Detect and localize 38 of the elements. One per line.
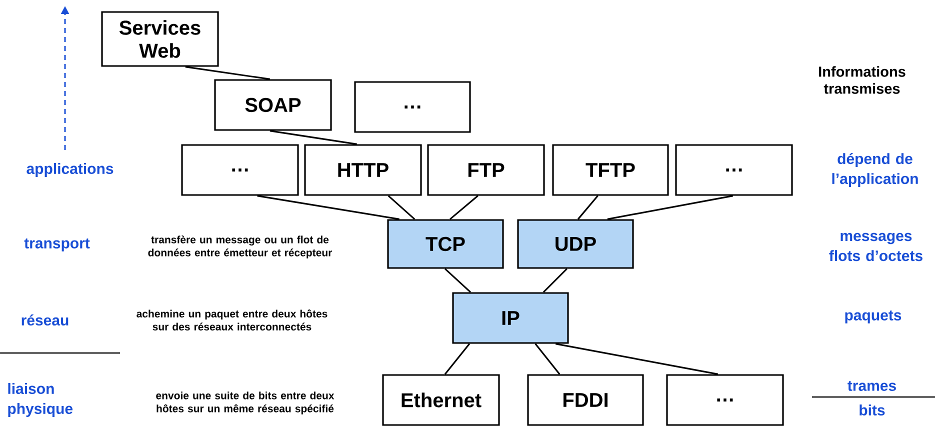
- connector-line: [257, 195, 400, 220]
- connector-line: [444, 343, 470, 375]
- protocol-box: Ethernet: [382, 374, 500, 426]
- protocol-box: IP: [452, 292, 569, 344]
- layer-label: transport: [24, 238, 90, 252]
- column-heading: Informations transmises: [819, 66, 906, 94]
- connector-line: [542, 268, 568, 293]
- description-text: transfère un message ou un flot de données entre émetteur et récepteur: [148, 236, 332, 258]
- layer-label: applications: [26, 163, 114, 177]
- layer-label: liaison physique: [8, 383, 73, 417]
- protocol-box: FTP: [427, 144, 545, 196]
- protocol-box: FDDI: [527, 374, 644, 426]
- connector-line: [388, 195, 416, 220]
- connector-line: [555, 343, 718, 375]
- layer-label: paquets: [845, 310, 902, 324]
- connector-line: [577, 195, 598, 220]
- description-text: envoie une suite de bits entre deux hôtes sur un même réseau spécifié: [156, 392, 334, 414]
- layer-label: réseau: [22, 314, 68, 326]
- protocol-box: …: [354, 81, 471, 133]
- layer-label: bits: [860, 404, 885, 416]
- protocol-box: TCP: [387, 219, 504, 269]
- protocol-box: UDP: [517, 219, 634, 269]
- protocol-box: …: [675, 144, 793, 196]
- layer-label: trames: [848, 381, 896, 391]
- description-text: achemine un paquet entre deux hôtes sur des réseaux interconnectés: [136, 310, 328, 330]
- protocol-box: SOAP: [214, 79, 332, 131]
- layer-label: messages flots d’octets: [829, 232, 922, 262]
- protocol-box: …: [181, 144, 299, 196]
- protocol-box: Services Web: [101, 11, 219, 67]
- layer-label: dépend de l’application: [832, 152, 918, 188]
- protocol-box: HTTP: [304, 144, 422, 196]
- connector-line: [534, 343, 560, 375]
- protocol-box: …: [666, 374, 784, 426]
- connector-line: [444, 268, 472, 293]
- connector-line: [185, 66, 270, 80]
- connector-line: [607, 195, 734, 220]
- protocol-box: TFTP: [552, 144, 669, 196]
- connector-line: [450, 195, 478, 220]
